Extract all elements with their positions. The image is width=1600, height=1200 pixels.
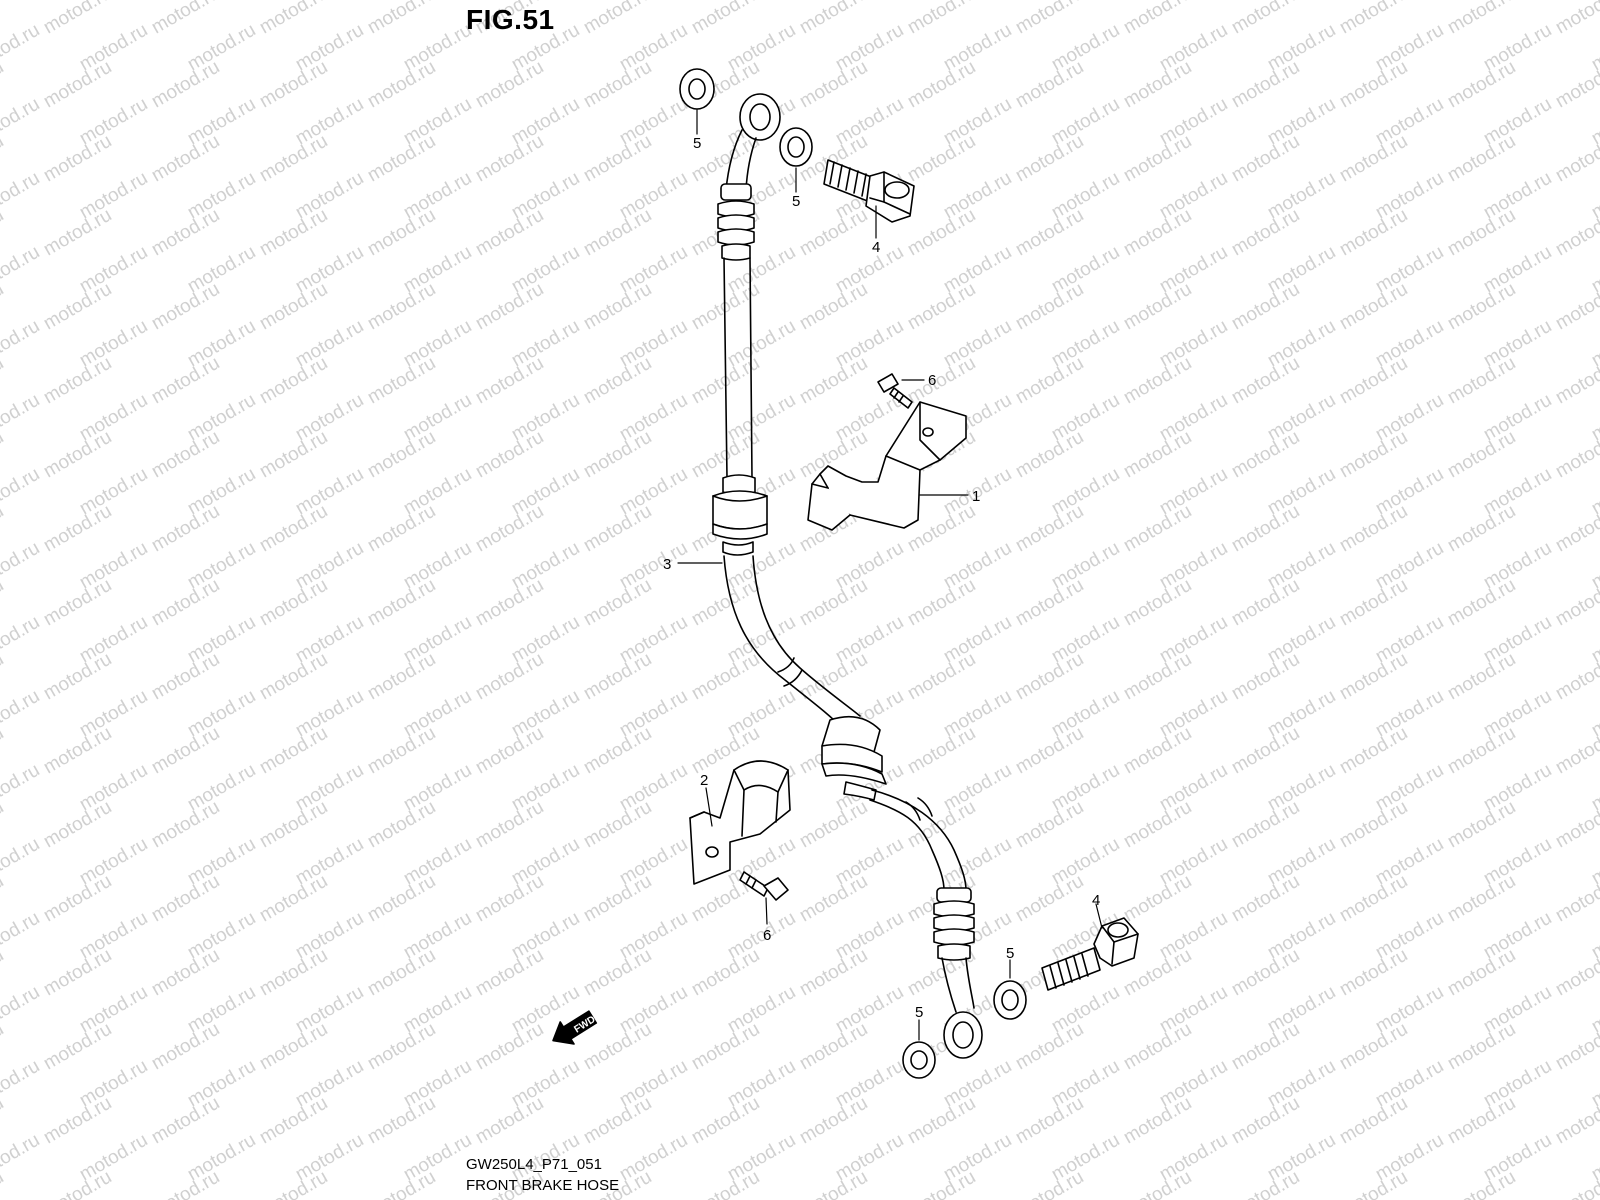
gasket-top-left[interactable] — [679, 68, 715, 110]
figure-title: FIG.51 — [466, 4, 555, 35]
gasket-bottom-right[interactable] — [993, 980, 1027, 1020]
callout-6-bottom[interactable]: 6 — [763, 927, 771, 944]
hose-clamp-bracket-2[interactable] — [689, 760, 791, 885]
gasket-top-right[interactable] — [779, 127, 813, 167]
clamp-bolt-bottom[interactable] — [739, 871, 789, 901]
gasket-bottom-left[interactable] — [902, 1041, 936, 1079]
callout-2[interactable]: 2 — [700, 772, 708, 789]
callout-6-top[interactable]: 6 — [928, 372, 936, 389]
clamp-bolt-top[interactable] — [877, 373, 913, 409]
callout-5-bottom-left[interactable]: 5 — [915, 1004, 923, 1021]
union-bolt-bottom[interactable] — [1041, 917, 1139, 991]
leader-lines — [677, 109, 1103, 1041]
hose-clamp-bracket-1[interactable] — [807, 401, 967, 531]
union-bolt-top[interactable] — [823, 159, 915, 223]
front-brake-hose[interactable] — [712, 93, 983, 1059]
callout-5-top-left[interactable]: 5 — [693, 135, 701, 152]
callout-1[interactable]: 1 — [972, 488, 980, 505]
figure-name: FRONT BRAKE HOSE — [466, 1177, 620, 1194]
callout-3[interactable]: 3 — [663, 556, 671, 573]
callout-4-top[interactable]: 4 — [872, 239, 880, 256]
figure-code: GW250L4_P71_051 — [466, 1156, 602, 1173]
callout-5-top-right[interactable]: 5 — [792, 193, 800, 210]
callout-4-bottom[interactable]: 4 — [1092, 892, 1100, 909]
callout-5-bottom-right[interactable]: 5 — [1006, 945, 1014, 962]
